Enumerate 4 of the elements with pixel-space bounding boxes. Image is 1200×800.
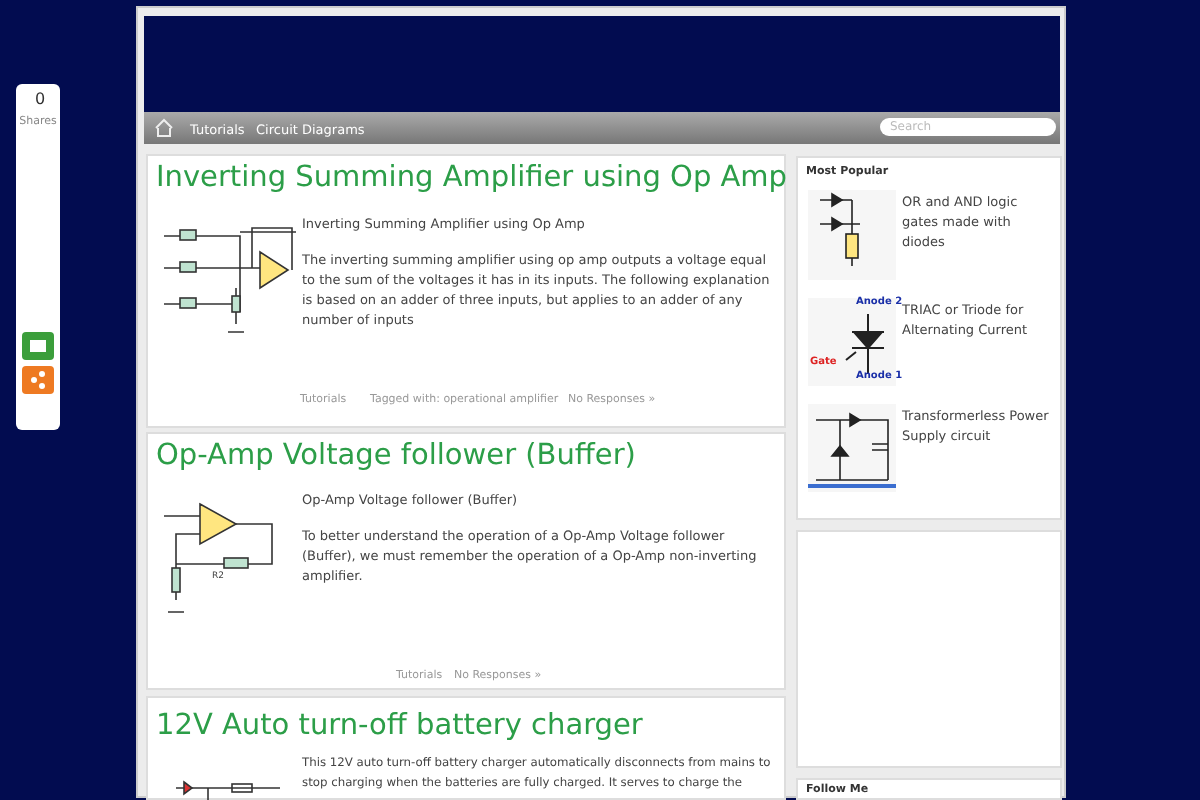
share-count: 0 [32,90,48,110]
post-title: Op-Amp Voltage follower (Buffer) [156,438,636,474]
post-title: Inverting Summing Amplifier using Op Amp [156,160,788,196]
post-title: 12V Auto turn-off battery charger [156,708,643,744]
